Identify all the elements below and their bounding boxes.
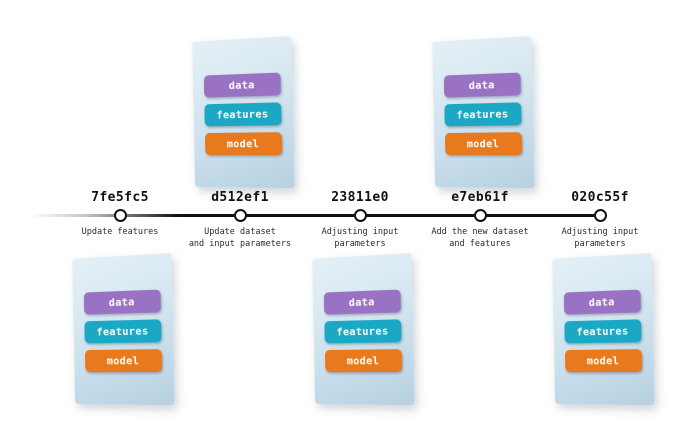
pipeline-card-content: data features model <box>552 253 654 405</box>
commit-hash-label[interactable]: 020c55f <box>571 190 629 205</box>
pipeline-stage-model[interactable]: model <box>324 348 403 372</box>
pipeline-card-e7eb61f: data features model <box>427 36 535 189</box>
pipeline-card-content: data features model <box>72 253 174 405</box>
pipeline-stage-features[interactable]: features <box>324 318 402 343</box>
pipeline-stage-model[interactable]: model <box>84 348 163 372</box>
pipeline-stage-data[interactable]: data <box>443 71 521 98</box>
pipeline-stage-model[interactable]: model <box>204 131 283 155</box>
pipeline-stage-features[interactable]: features <box>204 101 282 126</box>
pipeline-card-content: data features model <box>192 36 294 188</box>
commit-message-line: parameters <box>334 238 386 249</box>
commit-message-line: Adjusting input <box>321 227 399 237</box>
timeline-axis <box>30 214 600 217</box>
commit-hash-label[interactable]: 7fe5fc5 <box>91 190 149 205</box>
commit-message-line: Add the new dataset <box>431 227 529 237</box>
commit-node-020c55f[interactable] <box>593 208 607 222</box>
commit-node-23811e0[interactable] <box>353 208 367 222</box>
pipeline-stage-data[interactable]: data <box>323 288 401 315</box>
pipeline-card-7fe5fc5: data features model <box>67 253 175 406</box>
commit-message-line: Update dataset <box>204 227 276 237</box>
pipeline-card-020c55f: data features model <box>547 253 655 406</box>
commit-node-7fe5fc5[interactable] <box>113 208 127 222</box>
commit-hash-label[interactable]: e7eb61f <box>451 190 509 205</box>
pipeline-stage-features[interactable]: features <box>84 318 162 343</box>
pipeline-stage-features[interactable]: features <box>564 318 642 343</box>
commit-hash-label[interactable]: 23811e0 <box>331 190 389 205</box>
commit-node-e7eb61f[interactable] <box>473 208 487 222</box>
pipeline-stage-data[interactable]: data <box>83 288 161 315</box>
pipeline-stage-data[interactable]: data <box>203 71 281 98</box>
pipeline-stage-data[interactable]: data <box>563 288 641 315</box>
commit-node-d512ef1[interactable] <box>233 208 247 222</box>
pipeline-card-d512ef1: data features model <box>187 36 295 189</box>
commit-message: Update features <box>54 227 186 239</box>
commit-message-line: Adjusting input <box>561 227 639 237</box>
commit-message-line: and features <box>449 238 511 249</box>
pipeline-card-23811e0: data features model <box>307 253 415 406</box>
pipeline-card-content: data features model <box>432 36 534 188</box>
pipeline-card-content: data features model <box>312 253 414 405</box>
commit-message-line: Update features <box>81 227 159 237</box>
pipeline-stage-model[interactable]: model <box>444 131 523 155</box>
commit-message-line: and input parameters <box>188 238 292 249</box>
pipeline-stage-model[interactable]: model <box>564 348 643 372</box>
commit-hash-label[interactable]: d512ef1 <box>211 190 269 205</box>
commit-message-line: parameters <box>574 238 626 249</box>
pipeline-stage-features[interactable]: features <box>444 101 522 126</box>
